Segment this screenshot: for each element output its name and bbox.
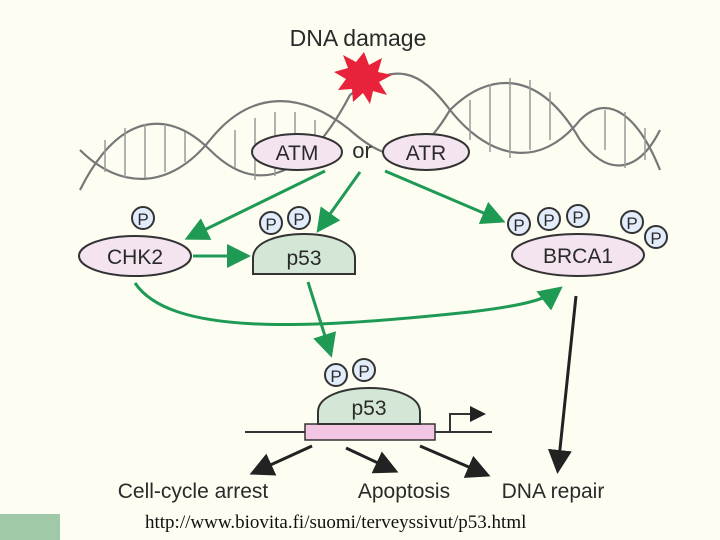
p53-label: p53 <box>286 247 321 270</box>
p53-node: p53 <box>252 233 356 275</box>
svg-text:P: P <box>513 216 524 235</box>
chk2-phosphate: P <box>131 206 155 230</box>
brca1-node: BRCA1 <box>511 233 645 277</box>
svg-text:P: P <box>293 210 304 229</box>
svg-text:P: P <box>265 215 276 234</box>
svg-text:P: P <box>626 214 637 233</box>
p53-phosphates: P P <box>259 206 311 235</box>
atr-label: ATR <box>406 142 446 165</box>
atm-node: ATM <box>251 133 343 171</box>
p53-bound-label: p53 <box>351 397 386 420</box>
source-url-link[interactable]: http://www.biovita.fi/suomi/terveyssivut… <box>145 512 527 533</box>
svg-text:P: P <box>572 208 583 227</box>
svg-text:P: P <box>650 229 661 248</box>
outcome-dna-repair: DNA repair <box>502 480 605 503</box>
brca1-to-repair-arrow <box>547 295 578 474</box>
outcome-arrows <box>249 444 491 478</box>
svg-text:P: P <box>543 211 554 230</box>
atr-node: ATR <box>382 133 470 171</box>
damage-star-icon <box>334 52 392 104</box>
brca1-label: BRCA1 <box>543 245 613 268</box>
outcome-apoptosis: Apoptosis <box>358 480 450 503</box>
diagram-title: DNA damage <box>290 25 427 51</box>
atm-label: ATM <box>276 142 319 165</box>
activation-arrows <box>133 169 563 358</box>
p53-bound-node: p53 <box>317 387 421 425</box>
outcome-cell-cycle-arrest: Cell-cycle arrest <box>118 480 269 503</box>
chk2-node: CHK2 <box>78 235 192 277</box>
svg-text:P: P <box>137 210 148 229</box>
brca1-phosphates: P P P P P <box>507 204 668 249</box>
footer-accent-bar <box>0 514 60 540</box>
or-label: or <box>352 138 372 163</box>
chk2-label: CHK2 <box>107 246 163 269</box>
svg-text:P: P <box>358 362 369 381</box>
svg-text:P: P <box>330 367 341 386</box>
gene-promoter <box>245 406 492 441</box>
p53-bound-phosphates: P P <box>324 358 376 387</box>
